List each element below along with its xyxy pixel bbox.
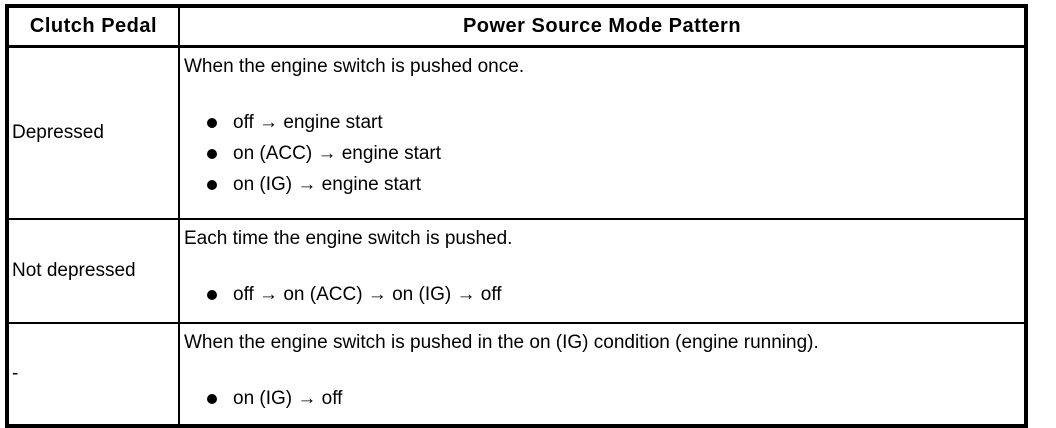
table-row-depressed: Depressed When the engine switch is push… bbox=[6, 45, 1027, 220]
bullet-icon bbox=[207, 290, 217, 300]
pattern-item-text: on (IG) → off bbox=[233, 388, 343, 409]
pattern-list: off → engine start on (ACC) → engine sta… bbox=[184, 107, 1020, 200]
bullet-icon bbox=[207, 149, 217, 159]
header-power-source-mode-pattern: Power Source Mode Pattern bbox=[178, 5, 1027, 48]
pattern-item-text: on (ACC) → engine start bbox=[233, 143, 442, 164]
pattern-item: off → on (ACC) → on (IG) → off bbox=[184, 279, 1020, 310]
table-row-dash: - When the engine switch is pushed in th… bbox=[6, 322, 1027, 427]
power-source-mode-table: Clutch Pedal Power Source Mode Pattern D… bbox=[5, 4, 1028, 428]
pattern-item: on (IG) → off bbox=[184, 383, 1020, 414]
clutch-pedal-value: - bbox=[6, 322, 180, 427]
condition-text: When the engine switch is pushed once. bbox=[184, 56, 525, 77]
header-clutch-pedal: Clutch Pedal bbox=[6, 5, 180, 48]
pattern-cell: When the engine switch is pushed in the … bbox=[178, 322, 1027, 427]
bullet-icon bbox=[207, 180, 217, 190]
table-header-row: Clutch Pedal Power Source Mode Pattern bbox=[6, 5, 1027, 48]
pattern-list: off → on (ACC) → on (IG) → off bbox=[184, 279, 1020, 310]
pattern-item-text: off → on (ACC) → on (IG) → off bbox=[233, 284, 502, 305]
pattern-item-text: on (IG) → engine start bbox=[233, 174, 421, 195]
pattern-cell: When the engine switch is pushed once. o… bbox=[178, 45, 1027, 220]
condition-text: When the engine switch is pushed in the … bbox=[184, 332, 819, 353]
pattern-item: on (IG) → engine start bbox=[184, 169, 1020, 200]
condition-text: Each time the engine switch is pushed. bbox=[184, 228, 513, 249]
pattern-item-text: off → engine start bbox=[233, 112, 383, 133]
pattern-item: off → engine start bbox=[184, 107, 1020, 138]
clutch-pedal-value: Not depressed bbox=[6, 218, 180, 324]
table-row-not-depressed: Not depressed Each time the engine switc… bbox=[6, 218, 1027, 324]
bullet-icon bbox=[207, 394, 217, 404]
bullet-icon bbox=[207, 118, 217, 128]
pattern-cell: Each time the engine switch is pushed. o… bbox=[178, 218, 1027, 324]
pattern-list: on (IG) → off bbox=[184, 383, 1020, 414]
pattern-item: on (ACC) → engine start bbox=[184, 138, 1020, 169]
clutch-pedal-value: Depressed bbox=[6, 45, 180, 220]
